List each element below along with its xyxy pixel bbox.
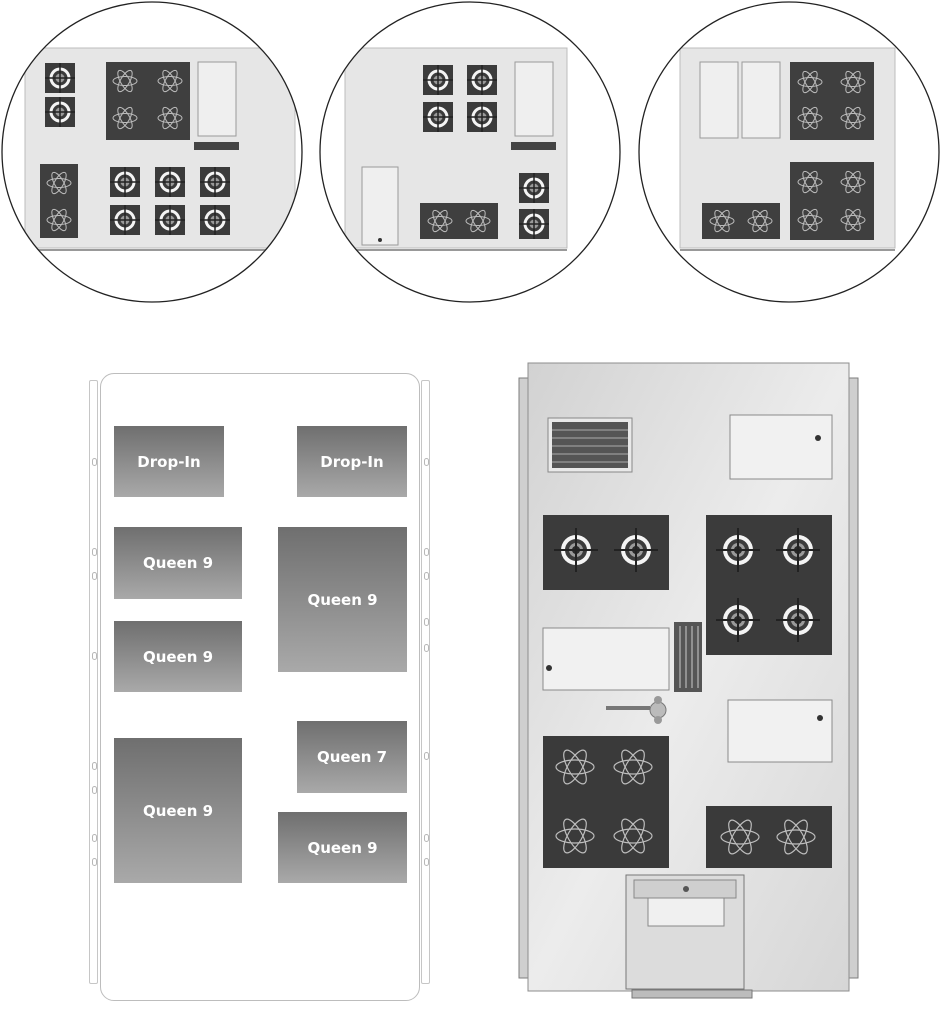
left-rail-stub [92,652,97,660]
right-rail-stub [424,834,429,842]
faucet-icon [606,696,667,724]
right-rail-stub [424,752,429,760]
module-queen9-c[interactable]: Queen 9 [114,621,242,692]
module-queen9-d[interactable]: Queen 9 [114,738,242,883]
left-rail-stub [92,762,97,770]
right-rail-stub [424,548,429,556]
right-rail-stub [424,858,429,866]
preview-layout-2[interactable] [318,0,622,304]
left-rail-stub [92,786,97,794]
module-queen9-a[interactable]: Queen 9 [114,527,242,599]
left-rail-stub [92,834,97,842]
module-queen9-b[interactable]: Queen 9 [278,527,407,672]
right-side-rail [421,380,430,984]
induction-zone-icon [106,62,190,140]
right-rail-stub [424,458,429,466]
left-rail-stub [92,572,97,580]
salamander-icon [547,417,633,473]
module-queen7[interactable]: Queen 7 [297,721,407,793]
left-rail-stub [92,548,97,556]
preview-layout-3[interactable] [636,0,940,304]
module-drop-in-left[interactable]: Drop-In [114,426,224,497]
module-drop-in-right[interactable]: Drop-In [297,426,407,497]
right-rail-stub [424,618,429,626]
drop-in-lid-icon [729,414,833,480]
left-rail-stub [92,858,97,866]
preview-layout-1[interactable] [0,0,304,304]
left-rail-stub [92,458,97,466]
left-side-rail [89,380,98,984]
right-rail-stub [424,572,429,580]
right-rail-stub [424,644,429,652]
rendered-countertop [518,362,859,999]
module-queen9-e[interactable]: Queen 9 [278,812,407,883]
